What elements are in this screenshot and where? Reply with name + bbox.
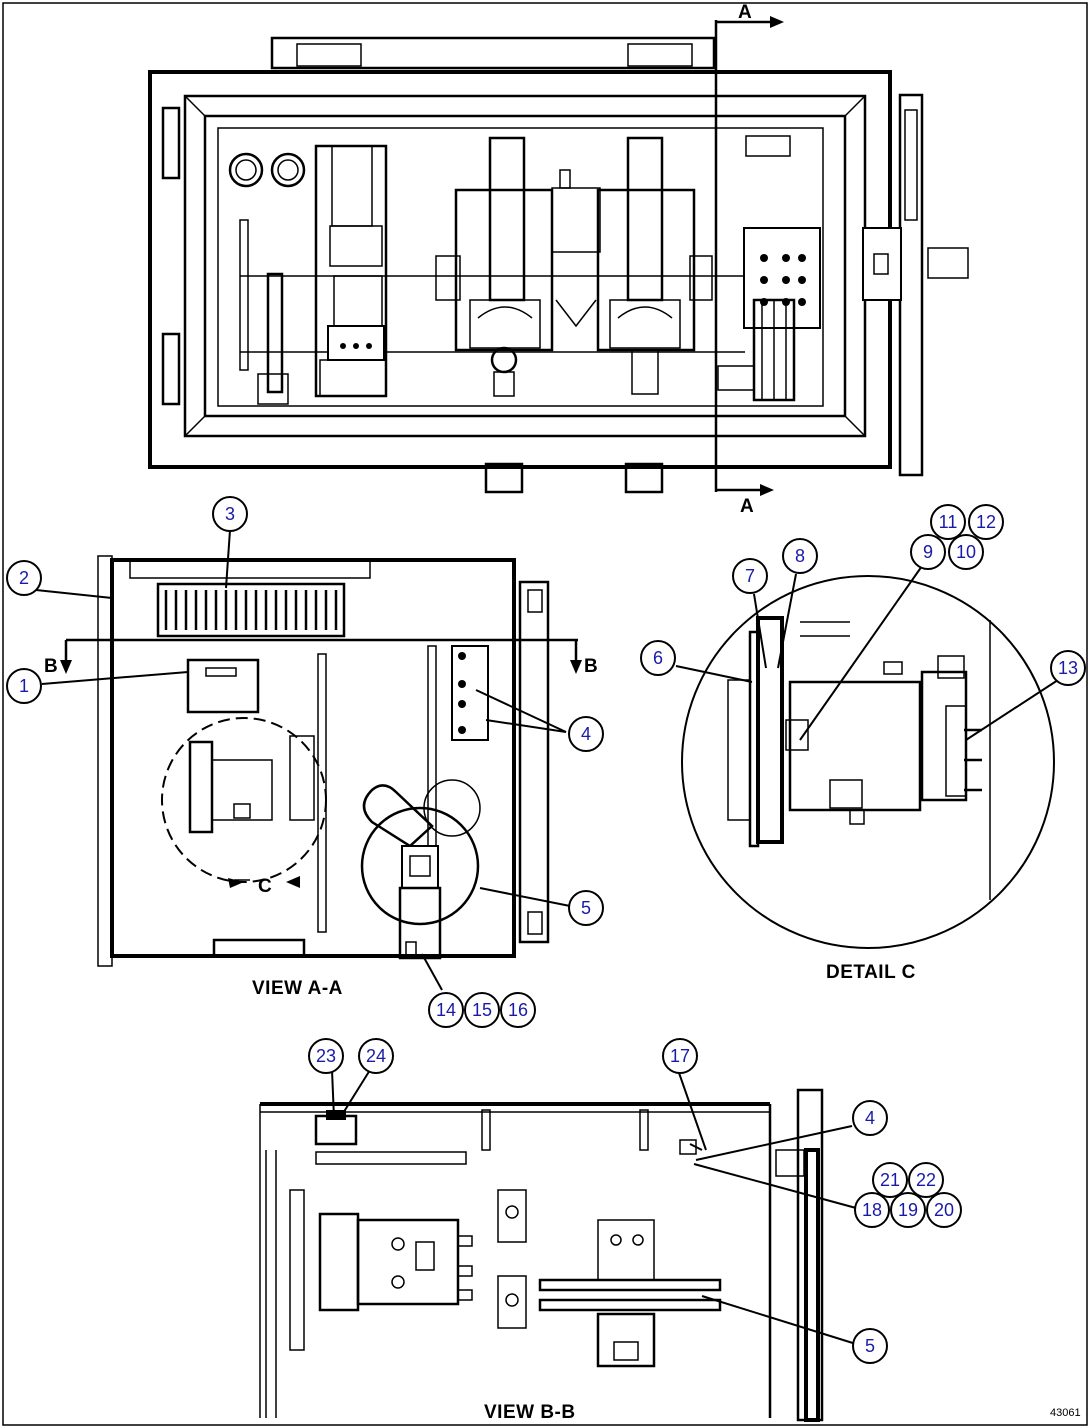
callout-4-view-b: 4 [852,1100,888,1136]
callout-19: 19 [890,1192,926,1228]
callout-3: 3 [212,496,248,532]
svg-text:22: 22 [916,1170,936,1190]
svg-text:9: 9 [923,542,933,562]
detail-c: DETAIL C [681,575,1055,983]
callout-9: 9 [910,534,946,570]
section-a-label-top: A [738,2,752,23]
svg-text:15: 15 [472,1000,492,1020]
svg-text:8: 8 [795,546,805,566]
section-a-label-bottom: A [740,496,754,517]
svg-text:16: 16 [508,1000,528,1020]
svg-text:5: 5 [865,1336,875,1356]
view-a-a: B B C VIEW A-A [44,555,598,999]
detail-c-marker: C [258,876,272,897]
view-b-b-title: VIEW B-B [484,1402,576,1423]
svg-text:18: 18 [862,1200,882,1220]
svg-text:20: 20 [934,1200,954,1220]
callout-6: 6 [640,640,676,676]
callout-8: 8 [782,538,818,574]
callouts: 1 2 3 4 5 6 7 8 9 10 11 12 13 14 15 16 1… [6,496,1086,1364]
view-b-b: VIEW B-B [259,1088,824,1423]
svg-text:11: 11 [939,512,958,532]
svg-text:13: 13 [1058,658,1078,678]
callout-22: 22 [908,1162,944,1198]
svg-text:21: 21 [880,1170,900,1190]
svg-text:1: 1 [19,676,29,696]
callout-14: 14 [428,992,464,1028]
callout-24: 24 [358,1038,394,1074]
callout-16: 16 [500,992,536,1028]
callout-1: 1 [6,668,42,704]
svg-text:2: 2 [19,568,29,588]
callout-13: 13 [1050,650,1086,686]
svg-text:17: 17 [670,1046,690,1066]
section-b-label-right: B [584,656,598,677]
fin-block [156,582,346,638]
svg-text:3: 3 [225,504,235,524]
callout-12: 12 [968,504,1004,540]
svg-text:23: 23 [316,1046,336,1066]
callout-11: 11 [930,504,966,540]
callout-4-view-a: 4 [568,716,604,752]
view-a-a-title: VIEW A-A [252,978,343,999]
callout-20: 20 [926,1192,962,1228]
svg-text:10: 10 [956,542,976,562]
callout-10: 10 [948,534,984,570]
section-b-label-left: B [44,656,58,677]
callout-23: 23 [308,1038,344,1074]
callout-2: 2 [6,560,42,596]
svg-text:12: 12 [976,512,996,532]
callout-17: 17 [662,1038,698,1074]
svg-text:4: 4 [865,1108,875,1128]
svg-text:24: 24 [366,1046,386,1066]
leader-lines [35,529,1059,1345]
callout-5-view-b: 5 [852,1328,888,1364]
callout-18: 18 [854,1192,890,1228]
drawing-number: 43061 [1050,1407,1081,1419]
svg-text:19: 19 [898,1200,918,1220]
callout-15: 15 [464,992,500,1028]
callout-21: 21 [872,1162,908,1198]
svg-text:4: 4 [581,724,591,744]
top-view: A A [148,2,969,517]
svg-text:5: 5 [581,898,591,918]
svg-text:6: 6 [653,648,663,668]
callout-7: 7 [732,558,768,594]
callout-5-view-a: 5 [568,890,604,926]
svg-text:14: 14 [436,1000,456,1020]
svg-text:7: 7 [745,566,755,586]
detail-c-title: DETAIL C [826,962,916,983]
